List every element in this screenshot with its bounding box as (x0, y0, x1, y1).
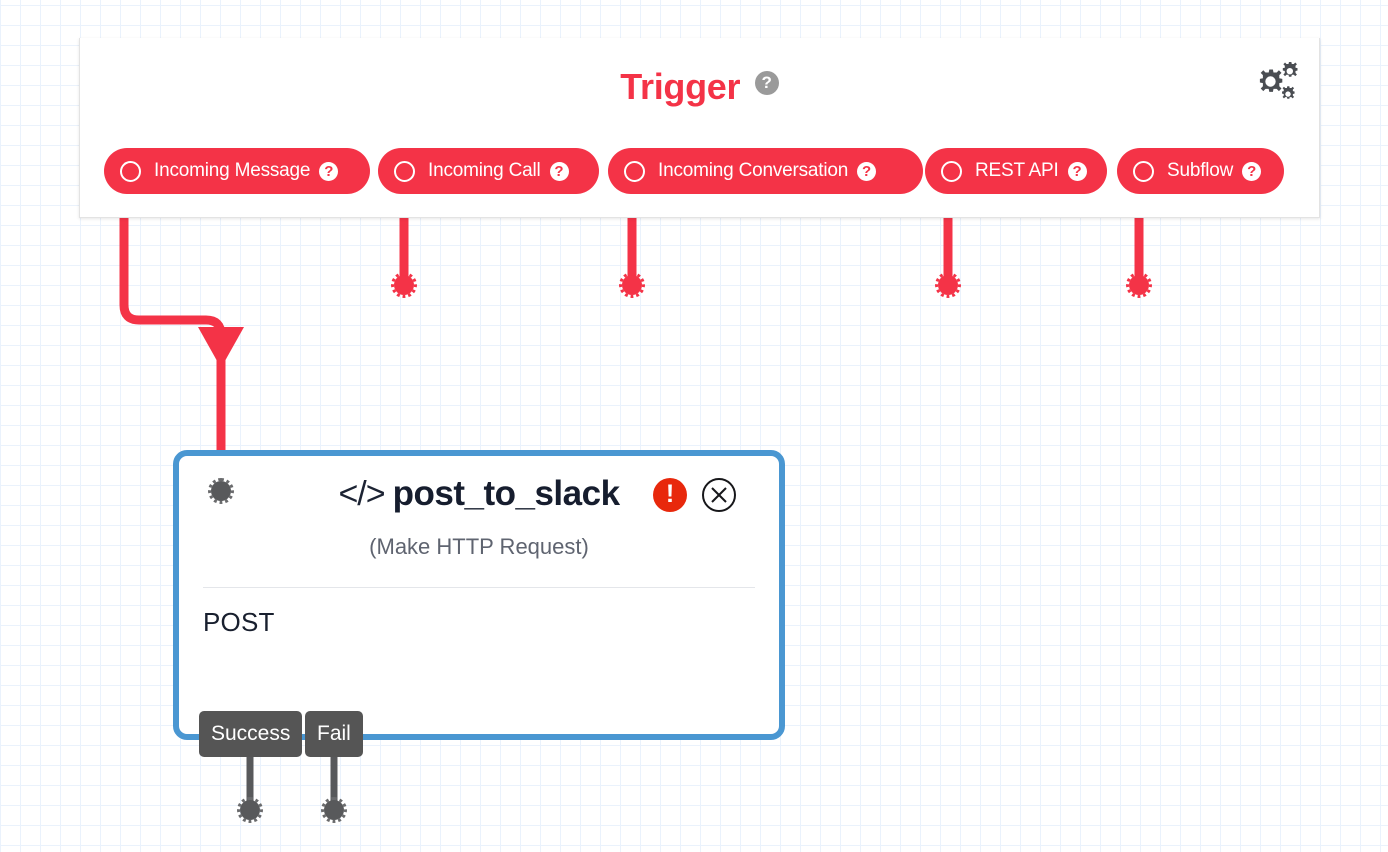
wire-endpoint-dot[interactable] (1126, 272, 1152, 298)
wire-endpoint-dot[interactable] (391, 272, 417, 298)
trigger-pill-row: Incoming Message ? Incoming Call ? Incom… (80, 148, 1319, 194)
output-port-dot-success[interactable] (237, 797, 263, 823)
circle-outline-icon (624, 160, 645, 182)
http-method-value: POST (203, 607, 275, 637)
trigger-pill-label: Incoming Call (428, 160, 541, 181)
output-tab-label: Success (211, 722, 291, 745)
output-tab-success[interactable]: Success (199, 711, 303, 757)
wire-endpoint-dot[interactable] (619, 272, 645, 298)
wire-endpoint-dot[interactable] (935, 272, 961, 298)
help-circle-icon[interactable]: ? (319, 161, 339, 181)
circle-outline-icon (120, 160, 141, 182)
circle-outline-icon (394, 160, 415, 182)
output-port-dot-fail[interactable] (321, 797, 347, 823)
trigger-title-row: Trigger ? (80, 66, 1319, 108)
close-circle-icon[interactable] (701, 477, 737, 513)
input-port-dot[interactable] (208, 478, 234, 504)
help-circle-icon[interactable]: ? (549, 161, 569, 181)
trigger-pill-label: REST API (975, 160, 1059, 181)
help-circle-icon[interactable]: ? (754, 71, 779, 95)
trigger-panel[interactable]: Trigger ? Incoming Message ? (79, 38, 1320, 218)
trigger-pill-incoming-call[interactable]: Incoming Call ? (378, 148, 599, 194)
help-circle-icon[interactable]: ? (857, 161, 877, 181)
help-circle-icon[interactable]: ? (1067, 161, 1087, 181)
trigger-pill-incoming-conversation[interactable]: Incoming Conversation ? (608, 148, 923, 194)
trigger-pill-label: Incoming Conversation (658, 160, 849, 181)
node-card-header: </> post_to_slack ! (179, 456, 779, 532)
code-brackets-icon: </> (338, 474, 385, 513)
output-tab-fail[interactable]: Fail (305, 711, 363, 757)
node-subtitle: (Make HTTP Request) (369, 534, 589, 559)
wire-arrowhead (198, 327, 244, 368)
error-symbol: ! (665, 479, 675, 508)
trigger-pill-label: Subflow (1167, 160, 1234, 181)
error-exclamation-icon[interactable]: ! (653, 478, 687, 512)
trigger-pill-rest-api[interactable]: REST API ? (925, 148, 1107, 194)
trigger-pill-incoming-message[interactable]: Incoming Message ? (104, 148, 370, 194)
node-title: post_to_slack (392, 474, 620, 513)
card-divider (203, 587, 755, 588)
circle-outline-icon (941, 160, 962, 182)
page-title: Trigger (620, 66, 741, 107)
trigger-pill-label: Incoming Message (154, 160, 311, 181)
help-circle-icon[interactable]: ? (1242, 161, 1262, 181)
gears-icon[interactable] (1249, 60, 1299, 108)
node-card-post-to-slack[interactable]: </> post_to_slack ! (Make HTTP Request) … (173, 450, 785, 740)
wire-incoming-message (119, 200, 226, 470)
trigger-pill-subflow[interactable]: Subflow ? (1117, 148, 1284, 194)
output-tab-label: Fail (317, 722, 351, 745)
circle-outline-icon (1133, 160, 1154, 182)
